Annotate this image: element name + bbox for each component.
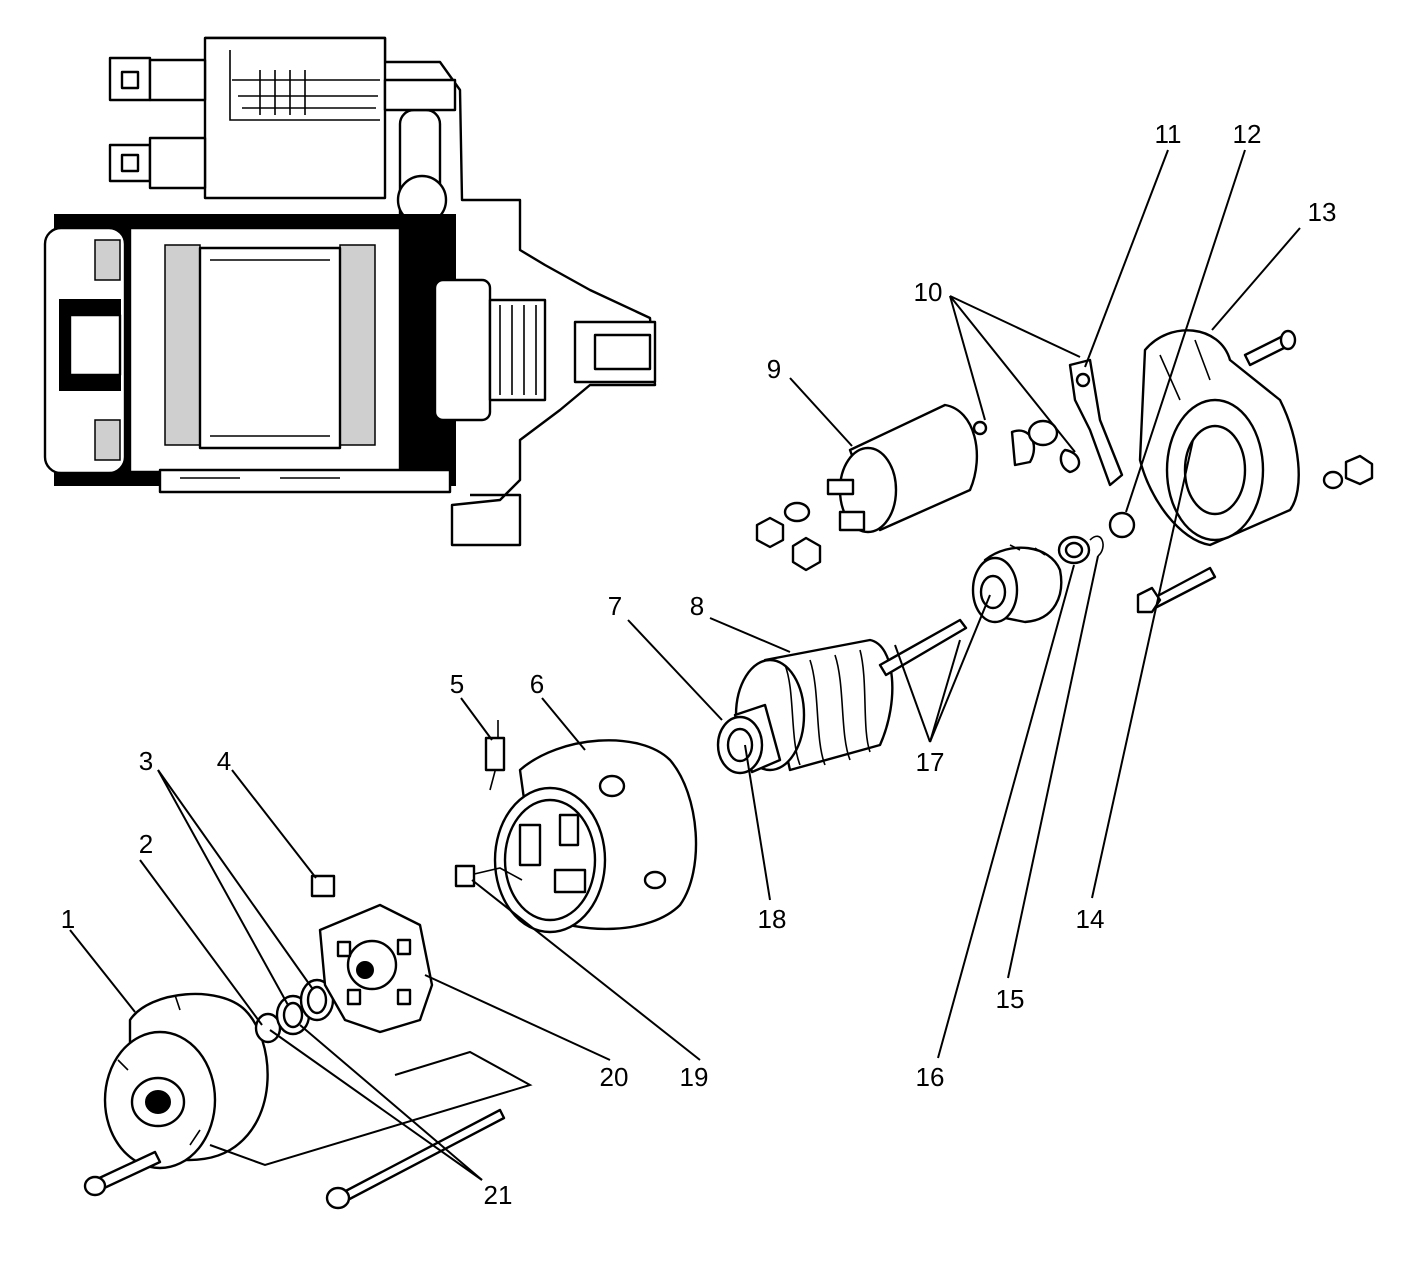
leader-9 [789,377,853,447]
leader-16 [937,564,1075,1059]
leader-13 [1211,227,1301,331]
starter-cutaway-assembly [43,36,657,547]
leader-17c [929,594,991,743]
leader-3a [157,769,289,1006]
parts-2-3-washers [254,978,335,1044]
part-4-brush-holder [310,874,434,1034]
part-11-shift-lever [1068,358,1124,487]
callout-4: 4 [217,746,231,776]
leader-18 [744,744,771,901]
leader-20 [424,974,611,1061]
leader-5 [460,697,493,741]
leader-8 [709,617,791,653]
callout-18: 18 [758,904,787,934]
callout-21: 21 [484,1180,513,1210]
parts-14-16-rings [1057,511,1136,565]
leader-21b [299,1024,483,1181]
callout-14: 14 [1076,904,1105,934]
callout-17: 17 [916,747,945,777]
callout-5: 5 [450,669,464,699]
part-17-clutch [971,544,1063,624]
leader-10c [949,295,1076,453]
callout-labels: 1 2 3 4 5 6 7 8 9 10 11 12 13 14 15 16 1… [61,119,1337,1210]
leader-19 [471,879,701,1061]
callout-11: 11 [1155,119,1182,149]
part-13-drive-housing [1136,329,1374,614]
leader-7 [627,619,723,721]
callout-9: 9 [767,354,781,384]
callout-19: 19 [680,1062,709,1092]
leader-10a [949,295,986,421]
leader-12 [1125,149,1246,513]
leader-6 [541,697,586,751]
leader-4 [231,769,317,879]
callout-6: 6 [530,669,544,699]
callout-12: 12 [1233,119,1262,149]
callout-10: 10 [914,277,943,307]
callout-15: 15 [996,984,1025,1014]
callout-7: 7 [608,591,622,621]
part-10-plunger-parts [1010,419,1081,474]
callout-8: 8 [690,591,704,621]
part-1-end-frame [83,992,533,1210]
leader-lines [69,149,1301,1181]
callout-1: 1 [61,904,75,934]
part-6-field-frame [454,720,698,934]
leader-14 [1091,439,1194,899]
leader-11 [1084,149,1169,368]
leader-2 [139,859,263,1026]
part-9-solenoid [755,403,988,572]
callout-16: 16 [916,1062,945,1092]
callout-20: 20 [600,1062,629,1092]
leader-17b [929,639,961,743]
leader-17a [894,644,931,743]
leader-15 [1007,555,1099,979]
callout-2: 2 [139,829,153,859]
leader-21a [269,1029,483,1181]
leader-1 [69,929,136,1013]
callout-13: 13 [1308,197,1337,227]
leader-10b [949,295,1081,358]
leader-3b [157,769,313,989]
callout-3: 3 [139,746,153,776]
